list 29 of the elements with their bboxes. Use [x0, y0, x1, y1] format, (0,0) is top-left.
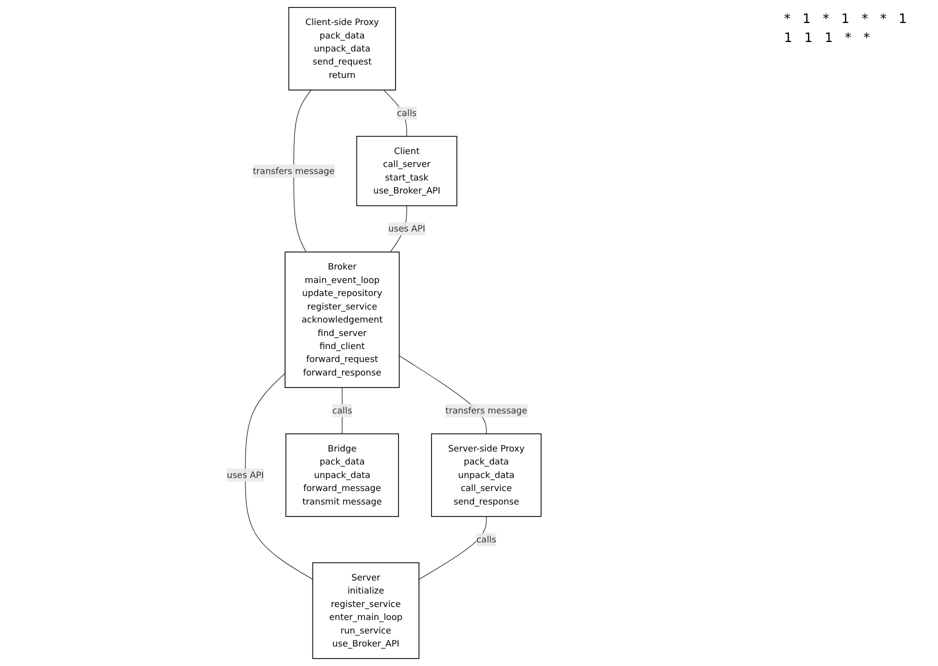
multiplicity-label: *	[863, 31, 870, 46]
multiplicity-label: *	[844, 31, 852, 46]
edge-label: transfers message	[445, 405, 528, 416]
multiplicity-label: 1	[898, 12, 907, 27]
connector	[418, 516, 487, 580]
multiplicity-label: *	[822, 12, 830, 27]
multiplicity-label: 1	[841, 12, 850, 27]
multiplicity-label: *	[880, 12, 887, 27]
edge-label: uses API	[226, 470, 264, 480]
edge-label: transfers message	[252, 166, 335, 176]
edge-label: calls	[396, 108, 417, 118]
node-box: Client-side Proxy pack_data unpack_data send_request return	[288, 7, 396, 90]
multiplicity-label: *	[862, 12, 868, 27]
node-box: Client call_server start_task use_Broker_API	[356, 136, 458, 206]
node-box: Server initialize register_service enter_main_loop run_service use_Broker_API	[312, 562, 420, 659]
multiplicity-label: 1	[784, 31, 792, 46]
node-box: Server-side Proxy pack_data unpack_data call_service send_response	[431, 433, 542, 517]
multiplicity-label: 1	[802, 12, 811, 27]
multiplicity-label: 1	[824, 31, 833, 46]
edge-label: calls	[476, 534, 496, 545]
connector	[245, 373, 313, 580]
connector	[293, 90, 312, 252]
multiplicity-label: *	[784, 12, 790, 27]
edge-label: uses API	[388, 223, 426, 234]
connector	[383, 90, 408, 137]
node-box: Bridge pack_data unpack_data forward_message transmit message	[285, 433, 399, 517]
edge-label: calls	[332, 405, 352, 416]
multiplicity-label: 1	[804, 31, 813, 46]
node-box: Broker main_event_loop update_repository register_service acknowledgement find_server find_client forward_request forward_response	[284, 252, 400, 388]
